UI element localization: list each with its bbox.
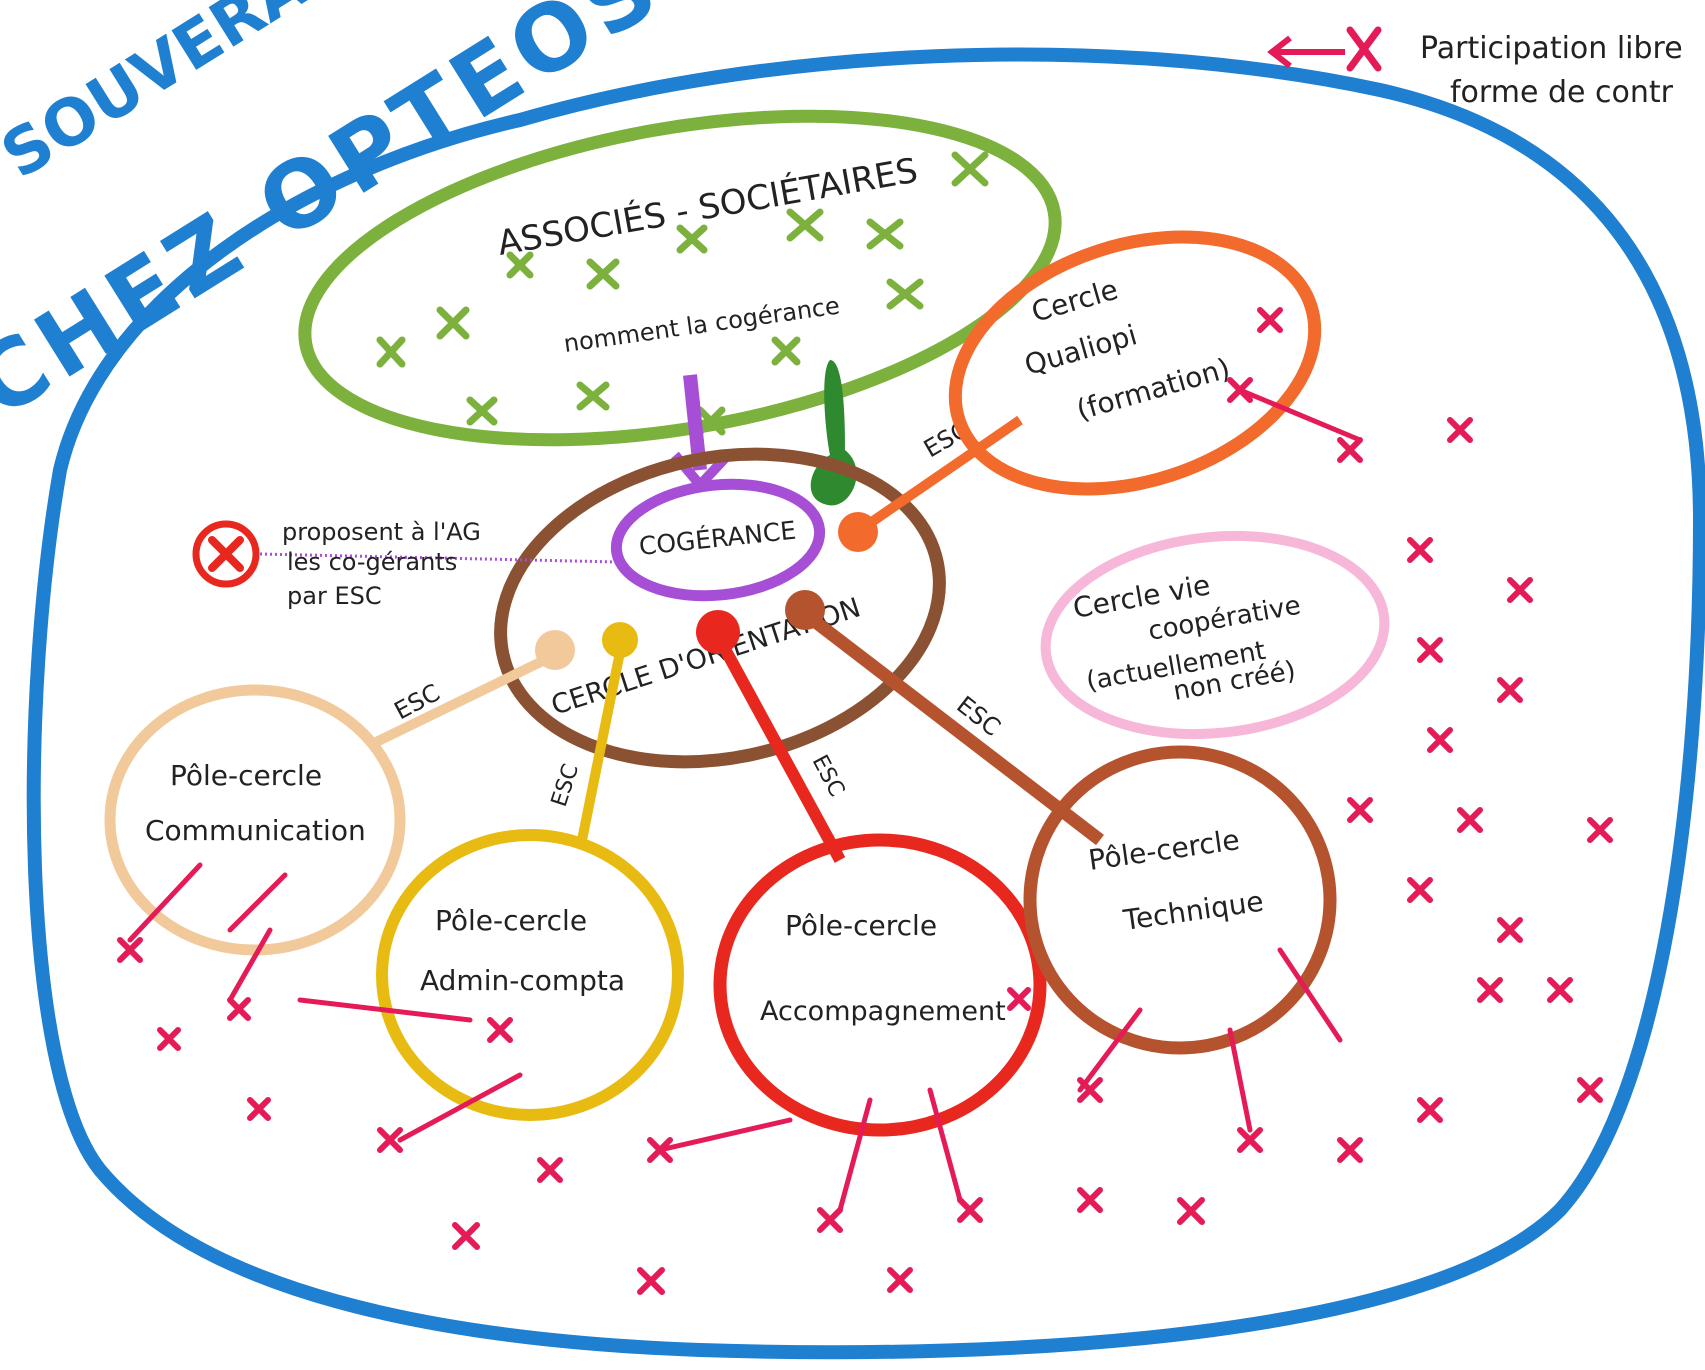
annotation-circle bbox=[192, 520, 260, 588]
cogerance-label: COGÉRANCE bbox=[638, 516, 798, 561]
link-communication-dot bbox=[535, 630, 575, 670]
qualiopi-ellipse bbox=[948, 230, 1322, 496]
node-accompagnement: Pôle-cercle Accompagnement bbox=[713, 833, 1047, 1137]
link-technique bbox=[796, 604, 1104, 846]
legend-cross-icon bbox=[1346, 26, 1382, 72]
admin-line1: Pôle-cercle bbox=[435, 904, 587, 937]
annotation-cross-icon bbox=[208, 536, 244, 572]
participation-arrows bbox=[127, 387, 1363, 1213]
node-communication: Pôle-cercle Communication bbox=[104, 684, 406, 956]
legend-arrowhead-icon bbox=[1267, 35, 1292, 69]
annotation-proposent: proposent à l'AG les co-gérants par ESC bbox=[192, 518, 619, 610]
link-technique-dot bbox=[785, 590, 825, 630]
communication-line2: Communication bbox=[145, 814, 366, 847]
cogerance-ellipse bbox=[610, 478, 826, 602]
esc-accompagnement: ESC bbox=[807, 751, 849, 801]
link-communication bbox=[367, 650, 558, 750]
esc-admin: ESC bbox=[547, 761, 584, 810]
legend: Participation libre forme de contr bbox=[1267, 26, 1683, 110]
vie-ellipse bbox=[1040, 530, 1390, 740]
link-accompagnement bbox=[714, 637, 846, 863]
annotation-line2: les co-gérants bbox=[287, 548, 457, 576]
associes-sublabel: nomment la cogérance bbox=[562, 291, 841, 357]
legend-line2: forme de contr bbox=[1450, 75, 1674, 110]
node-vie: Cercle vie coopérative (actuellement non… bbox=[1040, 530, 1390, 740]
accompagnement-ellipse bbox=[713, 833, 1047, 1137]
member-cross-marks bbox=[117, 307, 1613, 1295]
link-qualiopi-dot bbox=[838, 512, 878, 552]
associes-label: ASSOCIÉS - SOCIÉTAIRES bbox=[494, 150, 920, 264]
link-qualiopi bbox=[857, 415, 1023, 535]
green-cross-marks bbox=[376, 151, 989, 436]
accompagnement-line2: Accompagnement bbox=[760, 996, 1006, 1027]
link-admin bbox=[577, 651, 625, 841]
node-admin: Pôle-cercle Admin-compta bbox=[376, 829, 684, 1121]
communication-line1: Pôle-cercle bbox=[170, 759, 322, 792]
node-cogerance: COGÉRANCE bbox=[610, 478, 826, 602]
annotation-line1: proposent à l'AG bbox=[282, 518, 481, 546]
admin-line2: Admin-compta bbox=[420, 964, 625, 997]
technique-ellipse bbox=[1023, 745, 1337, 1055]
communication-ellipse bbox=[104, 684, 406, 956]
accompagnement-line1: Pôle-cercle bbox=[785, 909, 937, 942]
admin-ellipse bbox=[376, 829, 684, 1121]
legend-line1: Participation libre bbox=[1420, 31, 1683, 66]
technique-line2: Technique bbox=[1120, 885, 1265, 937]
annotation-line3: par ESC bbox=[287, 582, 382, 610]
qualiopi-line3: (formation) bbox=[1073, 351, 1234, 426]
outer-boundary bbox=[26, 47, 1705, 1360]
orientation-ellipse bbox=[494, 447, 946, 769]
link-admin-dot bbox=[602, 622, 638, 658]
link-accompagnement-dot bbox=[696, 610, 740, 654]
technique-line1: Pôle-cercle bbox=[1086, 823, 1241, 877]
node-technique: Pôle-cercle Technique bbox=[1023, 745, 1337, 1055]
node-orientation: CERCLE D'ORIENTATION bbox=[494, 447, 946, 769]
node-qualiopi: Cercle Qualiopi (formation) bbox=[948, 230, 1322, 496]
